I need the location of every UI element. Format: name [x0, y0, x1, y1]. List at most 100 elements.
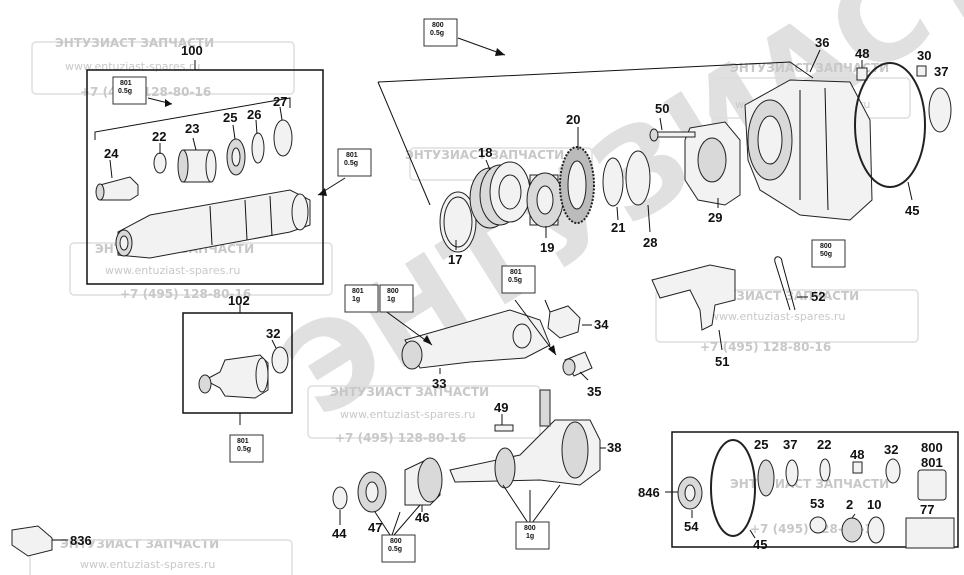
part-49-screw — [494, 424, 514, 432]
callout-20: 20 — [566, 112, 580, 127]
part-52-spring — [774, 256, 796, 311]
callout-100: 100 — [181, 43, 203, 58]
part-47-bearing — [357, 471, 387, 513]
part-53-ring — [809, 516, 827, 534]
svg-text:0.5g: 0.5g — [388, 546, 402, 553]
watermark-site: www.entuziast-spares.ru — [80, 558, 215, 571]
watermark-company: ЭНТУЗИАСТ ЗАПЧАСТИ — [405, 148, 564, 162]
svg-text:0.5g: 0.5g — [344, 160, 358, 167]
part-29-flange — [684, 121, 741, 206]
part-2-bearing — [841, 517, 863, 543]
callout-33: 33 — [432, 376, 446, 391]
callout-25-b: 25 — [754, 437, 768, 452]
callout-2: 2 — [846, 497, 853, 512]
assembly-box-102 — [182, 305, 293, 425]
callout-846: 846 — [638, 485, 660, 500]
callout-36: 36 — [815, 35, 829, 50]
part-50-screw — [649, 128, 696, 142]
part-22-b — [819, 458, 831, 482]
callout-77: 77 — [920, 502, 934, 517]
callout-22-b: 22 — [817, 437, 831, 452]
part-36-gearcase — [744, 79, 873, 221]
watermark-phone: +7 (495) 128-80-16 — [120, 287, 251, 301]
callout-26: 26 — [247, 107, 261, 122]
part-22-ring — [153, 152, 167, 174]
callout-17: 17 — [448, 252, 462, 267]
part-10-ring — [867, 516, 885, 544]
callout-25: 25 — [223, 110, 237, 125]
callout-54: 54 — [684, 519, 699, 534]
part-34-nut — [544, 299, 581, 339]
grease-icon-800-801 — [917, 469, 947, 501]
part-32-ring — [271, 346, 289, 374]
barrel-part — [115, 189, 311, 259]
watermark-block-1: ЭНТУЗИАСТ ЗАПЧАСТИ www.entuziast-spares.… — [31, 36, 295, 99]
part-44-washer — [332, 486, 348, 510]
watermark-site: www.entuziast-spares.ru — [105, 264, 240, 277]
callout-48: 48 — [855, 46, 869, 61]
callout-24: 24 — [104, 146, 119, 161]
part-836-clip — [11, 525, 53, 557]
callout-labels: 100 22 23 25 26 27 24 102 32 18 20 17 19… — [70, 35, 948, 552]
assembly-box-846 — [671, 431, 959, 549]
part-25-bearing — [226, 138, 246, 176]
callout-18: 18 — [478, 145, 492, 160]
callout-27: 27 — [273, 94, 287, 109]
svg-text:801: 801 — [352, 288, 364, 295]
part-19-spline — [526, 172, 564, 228]
part-45-oring — [854, 62, 926, 188]
callout-38: 38 — [607, 440, 621, 455]
leader-lines — [52, 49, 913, 541]
part-54-fan — [677, 476, 703, 510]
assembly-box-100 — [86, 60, 346, 285]
watermark-phone: +7 (495) 128-80-16 — [700, 340, 831, 354]
svg-text:801: 801 — [237, 438, 249, 445]
part-46-sleeve — [404, 457, 443, 506]
watermark-phone: +7 (495) 128-80-16 — [335, 431, 466, 445]
watermark-company: ЭНТУЗИАСТ ЗАПЧАСТИ — [55, 36, 214, 50]
svg-text:1g: 1g — [387, 296, 395, 303]
callout-51: 51 — [715, 354, 729, 369]
svg-text:50g: 50g — [820, 251, 832, 258]
part-37-b — [785, 459, 799, 487]
part-25-b — [757, 459, 775, 497]
part-32-b — [885, 458, 901, 484]
watermark-block-4: ЭНТУЗИАСТ ЗАПЧАСТИ www.entuziast-spares.… — [655, 289, 919, 354]
svg-text:0.5g: 0.5g — [237, 446, 251, 453]
part-30-block — [916, 65, 927, 77]
svg-text:0.5g: 0.5g — [118, 88, 132, 95]
watermark-site: www.entuziast-spares.ru — [65, 60, 200, 73]
svg-text:800: 800 — [524, 525, 536, 532]
watermark-company: ЭНТУЗИАСТ ЗАПЧАСТИ — [730, 61, 889, 75]
callout-49: 49 — [494, 400, 508, 415]
svg-text:0.5g: 0.5g — [508, 277, 522, 284]
group-bracket-top — [377, 61, 814, 83]
callout-50: 50 — [655, 101, 669, 116]
callout-52: 52 — [811, 289, 825, 304]
watermark-block-2: ЭНТУЗИАСТ ЗАПЧАСТИ www.entuziast-spares.… — [69, 242, 333, 301]
callout-34: 34 — [594, 317, 609, 332]
watermark-site: www.entuziast-spares.ru — [710, 310, 845, 323]
pointer-33 — [379, 306, 433, 346]
part-27-ring — [273, 119, 293, 157]
callout-19: 19 — [540, 240, 554, 255]
svg-text:801: 801 — [120, 80, 132, 87]
callout-23: 23 — [185, 121, 199, 136]
callout-44: 44 — [332, 526, 347, 541]
callout-102: 102 — [228, 293, 250, 308]
svg-text:800: 800 — [390, 538, 402, 545]
callout-800: 800 — [921, 440, 943, 455]
svg-text:800: 800 — [820, 243, 832, 250]
callout-32: 32 — [266, 326, 280, 341]
part-33-arm — [401, 309, 551, 370]
part-17-ring-inner — [443, 196, 473, 248]
part-23-sleeve — [177, 149, 217, 183]
svg-text:800: 800 — [387, 288, 399, 295]
part-18-collar — [469, 161, 531, 229]
